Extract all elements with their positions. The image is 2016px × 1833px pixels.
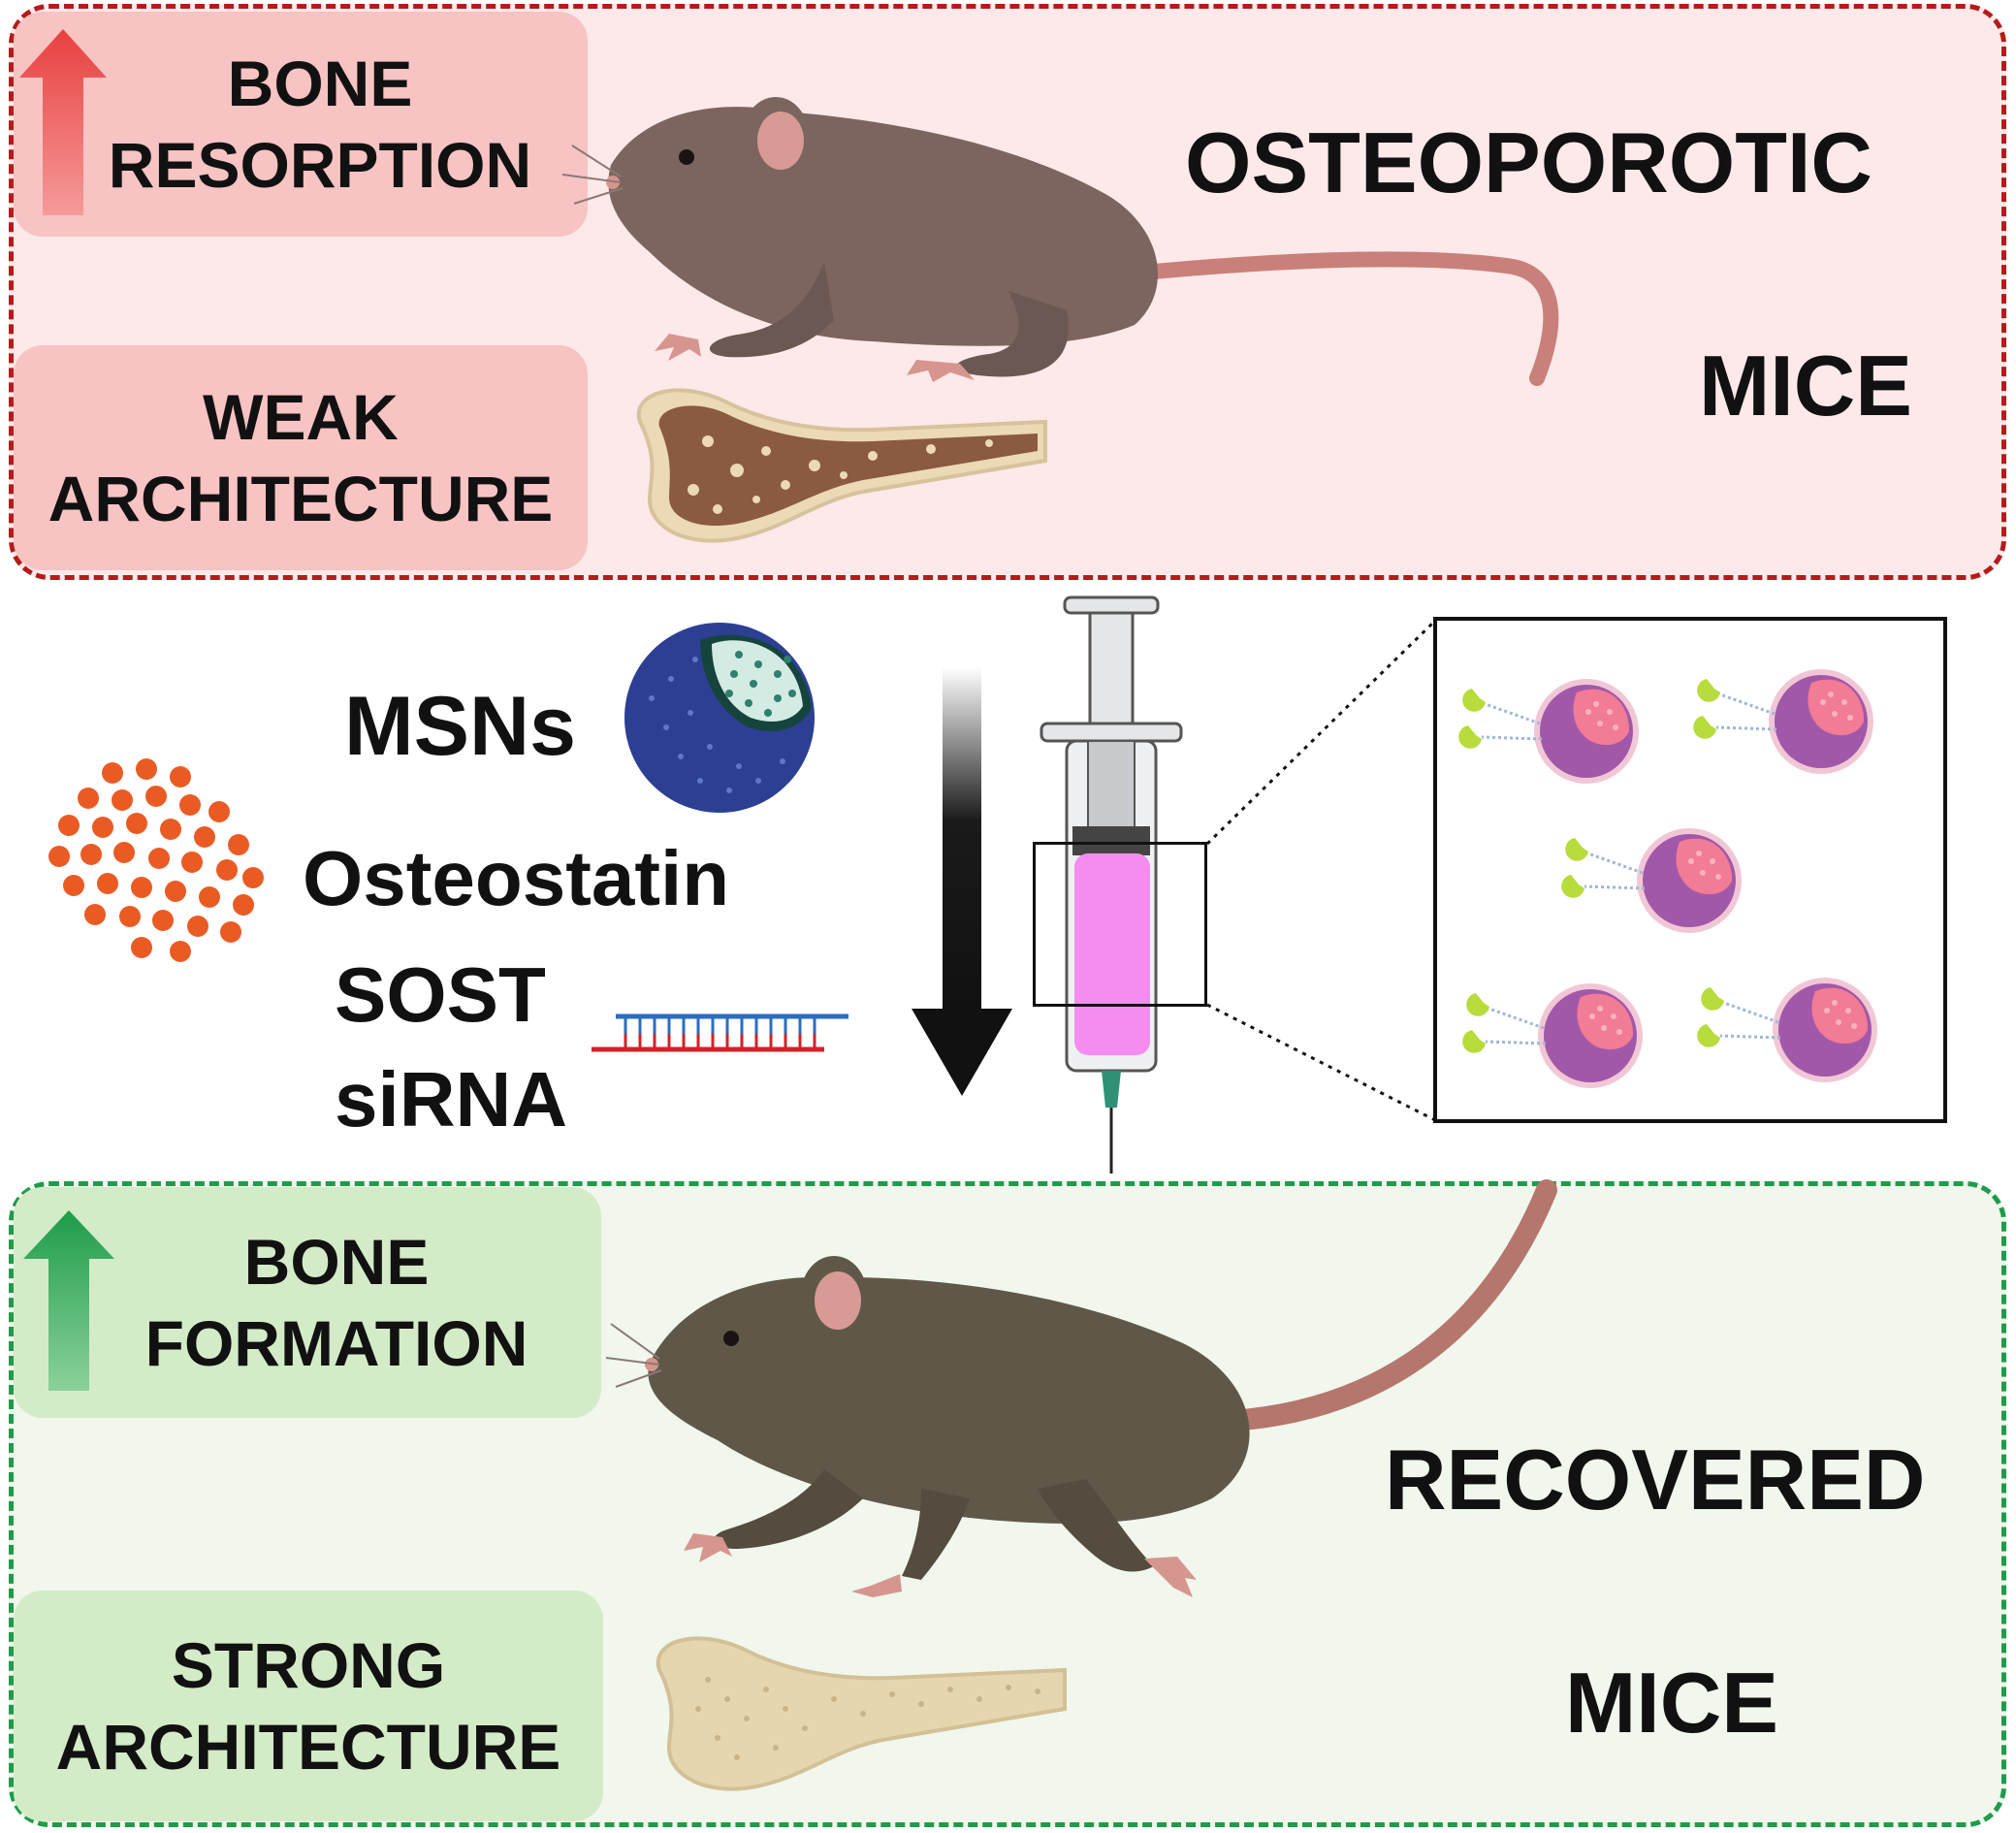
syringe-zoom-frame — [1033, 842, 1207, 1007]
syringe-icon — [1040, 595, 1183, 1174]
msn-particle-icon — [624, 623, 815, 813]
strong-architecture-line1: STRONG — [171, 1629, 446, 1701]
down-arrow-icon — [912, 667, 1012, 1096]
recovered-title: RECOVERED — [1385, 1431, 1926, 1528]
up-arrow-red-icon — [19, 29, 107, 215]
sirna-strand-icon — [592, 1013, 848, 1052]
weak-architecture-line2: ARCHITECTURE — [48, 463, 554, 534]
recovered-mice-title: MICE — [1565, 1655, 1778, 1751]
strong-bone-icon — [656, 1636, 1067, 1791]
osteoporotic-mouse-illustration — [561, 97, 1559, 386]
up-arrow-green-icon — [23, 1210, 114, 1391]
strong-architecture-box: STRONG ARCHITECTURE — [14, 1591, 603, 1821]
osteostatin-label: Osteostatin — [303, 835, 730, 921]
bone-formation-box: BONE FORMATION — [14, 1187, 601, 1418]
osteoporotic-mice-title: MICE — [1699, 338, 1912, 434]
weak-architecture-box: WEAK ARCHITECTURE — [14, 345, 588, 570]
bone-resorption-line2: RESORPTION — [108, 129, 532, 201]
nanoparticles-illustration — [1456, 667, 1879, 1090]
bone-formation-line1: BONE — [243, 1226, 430, 1298]
bone-resorption-line1: BONE — [227, 48, 413, 119]
weak-bone-icon — [636, 388, 1047, 543]
osteostatin-particles-icon — [48, 758, 264, 962]
sost-label: SOST — [335, 951, 546, 1038]
msns-label: MSNs — [344, 680, 576, 773]
osteoporotic-title: OSTEOPOROTIC — [1185, 114, 1872, 210]
sirna-label: siRNA — [335, 1056, 568, 1142]
recovered-mouse-illustration — [605, 1179, 1557, 1597]
bone-resorption-box: BONE RESORPTION — [14, 12, 588, 237]
strong-architecture-line2: ARCHITECTURE — [55, 1711, 561, 1783]
weak-architecture-line1: WEAK — [203, 381, 399, 453]
bone-formation-line2: FORMATION — [144, 1307, 528, 1379]
